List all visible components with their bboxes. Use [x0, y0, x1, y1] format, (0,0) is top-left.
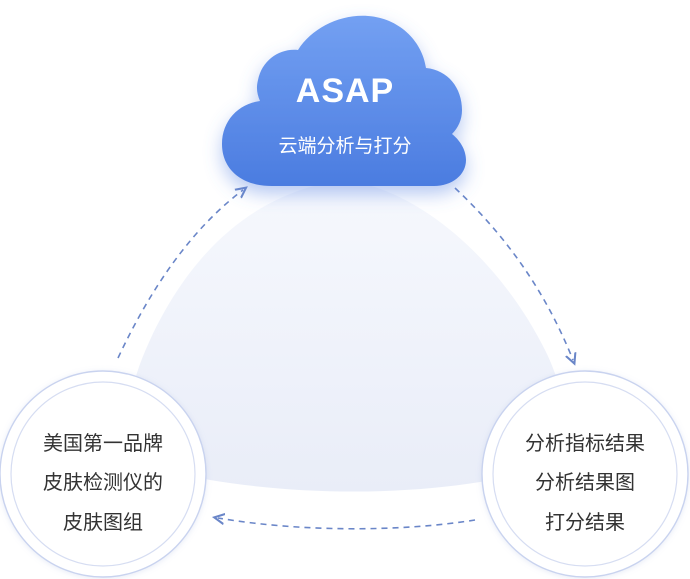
left-node [0, 370, 207, 578]
arrow-left-to-cloud [117, 190, 243, 359]
left-node-line-3: 皮肤图组 [63, 510, 143, 534]
right-node-line-2: 分析结果图 [535, 470, 635, 494]
right-node [481, 370, 689, 578]
cloud-title: ASAP [295, 72, 395, 110]
triangle-background [130, 180, 562, 492]
left-node-line-2: 皮肤检测仪的 [43, 470, 163, 494]
arrow-right-to-left [218, 518, 476, 530]
left-node-line-1: 美国第一品牌 [43, 431, 163, 455]
right-node-line-3: 打分结果 [545, 510, 625, 534]
cloud-subtitle: 云端分析与打分 [278, 135, 412, 157]
cloud-icon [222, 15, 466, 186]
right-node-line-1: 分析指标结果 [525, 431, 645, 455]
arrow-cloud-to-right [454, 187, 573, 360]
